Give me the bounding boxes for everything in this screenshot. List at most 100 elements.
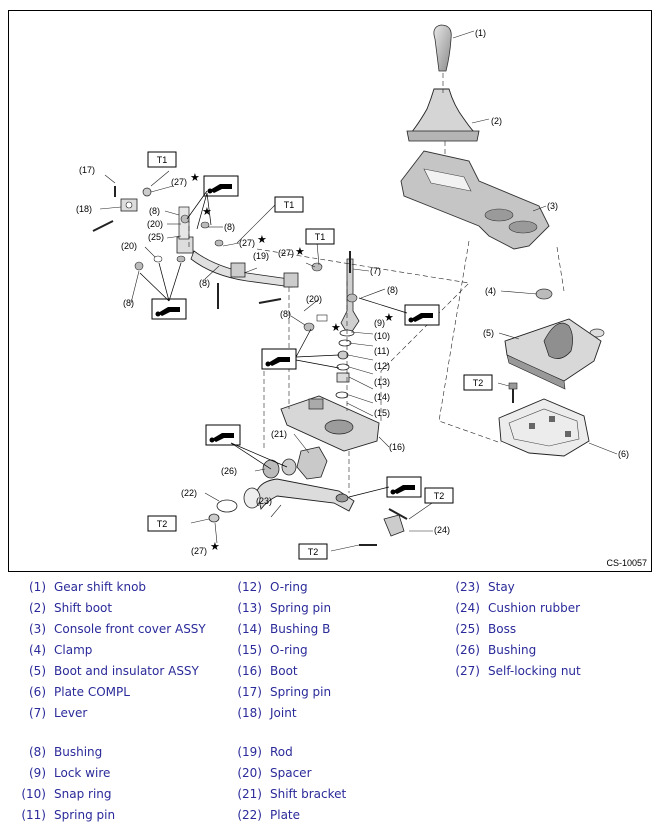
legend-item-number: (14) xyxy=(237,622,262,636)
legend-item-number: (22) xyxy=(237,808,262,822)
label-27: (27) xyxy=(278,248,294,258)
legend-item-name: Lever xyxy=(54,706,88,720)
legend-item-number: (15) xyxy=(237,643,262,657)
label-27: (27) xyxy=(239,238,255,248)
star-icon: ★ xyxy=(190,172,200,184)
legend-item-number: (25) xyxy=(455,622,480,636)
legend-item: (17)Spring pin xyxy=(228,685,331,699)
exploded-diagram: T1 T1 T1 T2 T2 T2 xyxy=(8,10,652,572)
legend-item-name: Shift boot xyxy=(54,601,113,615)
legend-item: (3)Console front cover ASSY xyxy=(12,622,206,636)
legend-item-name: Console front cover ASSY xyxy=(54,622,206,636)
label-8: (8) xyxy=(387,285,398,295)
legend-item: (24)Cushion rubber xyxy=(446,601,580,615)
legend-item: (19) Rod xyxy=(228,745,293,759)
label-26: (26) xyxy=(221,466,237,476)
star-icon: ★ xyxy=(202,206,212,218)
part-labels: (1) (2) (3) (4) (5) (6) (7) (8) (9) (10)… xyxy=(76,28,629,556)
legend-item: (20)Spacer xyxy=(228,766,311,780)
star-icon: ★ xyxy=(384,312,394,324)
legend-item-name: Joint xyxy=(270,706,297,720)
legend-item-number: (7) xyxy=(29,706,46,720)
plate-compl-part xyxy=(498,398,590,457)
grease-icon xyxy=(404,304,440,326)
legend-item-name: Spring pin xyxy=(54,808,116,822)
legend-item-number: (5) xyxy=(29,664,46,678)
legend-item-number: (26) xyxy=(455,643,480,657)
legend-item-name: O-ring xyxy=(270,643,308,657)
label-10: (10) xyxy=(374,331,390,341)
label-9: (9) xyxy=(374,318,385,328)
legend-item: (22)Plate xyxy=(228,808,300,822)
cushion-rubber-part xyxy=(359,508,408,546)
replace-stars: ★ ★ ★ ★ ★ ★ ★ xyxy=(190,172,394,553)
torque-box-t2: T2 xyxy=(463,374,493,391)
torque-label: T1 xyxy=(157,155,168,165)
legend-item: (7) Lever xyxy=(12,706,87,720)
label-3: (3) xyxy=(547,201,558,211)
grease-icon xyxy=(151,298,187,320)
torque-box-t2: T2 xyxy=(147,515,177,532)
label-24: (24) xyxy=(434,525,450,535)
legend-item-number: (6) xyxy=(29,685,46,699)
boot-insulator-part xyxy=(504,318,602,390)
label-8: (8) xyxy=(149,206,160,216)
torque-label: T1 xyxy=(315,232,326,242)
label-20: (20) xyxy=(147,219,163,229)
legend-item-number: (17) xyxy=(237,685,262,699)
legend-item-number: (21) xyxy=(237,787,262,801)
label-23: (23) xyxy=(256,496,272,506)
diagram-drawing: T1 T1 T1 T2 T2 T2 xyxy=(76,24,629,560)
lever-stack-parts xyxy=(335,329,355,399)
label-22: (22) xyxy=(181,488,197,498)
boot-part xyxy=(280,395,380,452)
torque-box-t2: T2 xyxy=(298,543,328,560)
gear-shift-knob-part xyxy=(433,24,452,72)
parts-legend: (1)Gear shift knob(2)Shift boot(3)Consol… xyxy=(0,580,662,830)
torque-box-t2: T2 xyxy=(424,487,454,504)
label-14: (14) xyxy=(374,392,390,402)
label-11: (11) xyxy=(374,346,389,356)
grease-icon xyxy=(261,348,297,370)
torque-label: T2 xyxy=(434,491,445,501)
legend-item: (14)Bushing B xyxy=(228,622,330,636)
label-13: (13) xyxy=(374,377,390,387)
legend-item-number: (24) xyxy=(455,601,480,615)
legend-item-name: Stay xyxy=(488,580,515,594)
legend-item: (2)Shift boot xyxy=(12,601,112,615)
alignment-lines xyxy=(188,73,565,493)
legend-item-number: (27) xyxy=(455,664,480,678)
legend-item: (18)Joint xyxy=(228,706,297,720)
legend-item: (13)Spring pin xyxy=(228,601,331,615)
legend-item-name: Boot xyxy=(270,664,298,678)
label-27: (27) xyxy=(191,546,207,556)
legend-item-number: (9) xyxy=(29,766,46,780)
grease-icon xyxy=(203,175,239,197)
legend-item-name: Shift bracket xyxy=(270,787,347,801)
label-17: (17) xyxy=(79,165,95,175)
torque-label: T2 xyxy=(157,519,168,529)
legend-item-number: (13) xyxy=(237,601,262,615)
legend-item-name: Rod xyxy=(270,745,293,759)
legend-item-name: Gear shift knob xyxy=(54,580,147,594)
label-20: (20) xyxy=(121,241,137,251)
legend-item-number: (19) xyxy=(237,745,262,759)
legend-item: (23)Stay xyxy=(446,580,515,594)
legend-item-number: (4) xyxy=(29,643,46,657)
legend-item: (21) Shift bracket xyxy=(228,787,346,801)
label-8: (8) xyxy=(199,278,210,288)
star-icon: ★ xyxy=(295,246,305,258)
console-cover-part xyxy=(400,150,550,250)
label-6: (6) xyxy=(618,449,629,459)
legend-item-number: (12) xyxy=(237,580,262,594)
legend-item: (12)O-ring xyxy=(228,580,307,594)
label-18: (18) xyxy=(76,204,92,214)
grease-icon-group xyxy=(151,175,440,498)
legend-item: (11)Spring pin xyxy=(12,808,115,822)
plate-22-part xyxy=(208,499,238,523)
shift-boot-part xyxy=(406,88,480,142)
shift-bracket-part xyxy=(296,446,328,480)
label-8: (8) xyxy=(224,222,235,232)
legend-item: (10)Snap ring xyxy=(12,787,111,801)
legend-item: (26)Bushing xyxy=(446,643,536,657)
